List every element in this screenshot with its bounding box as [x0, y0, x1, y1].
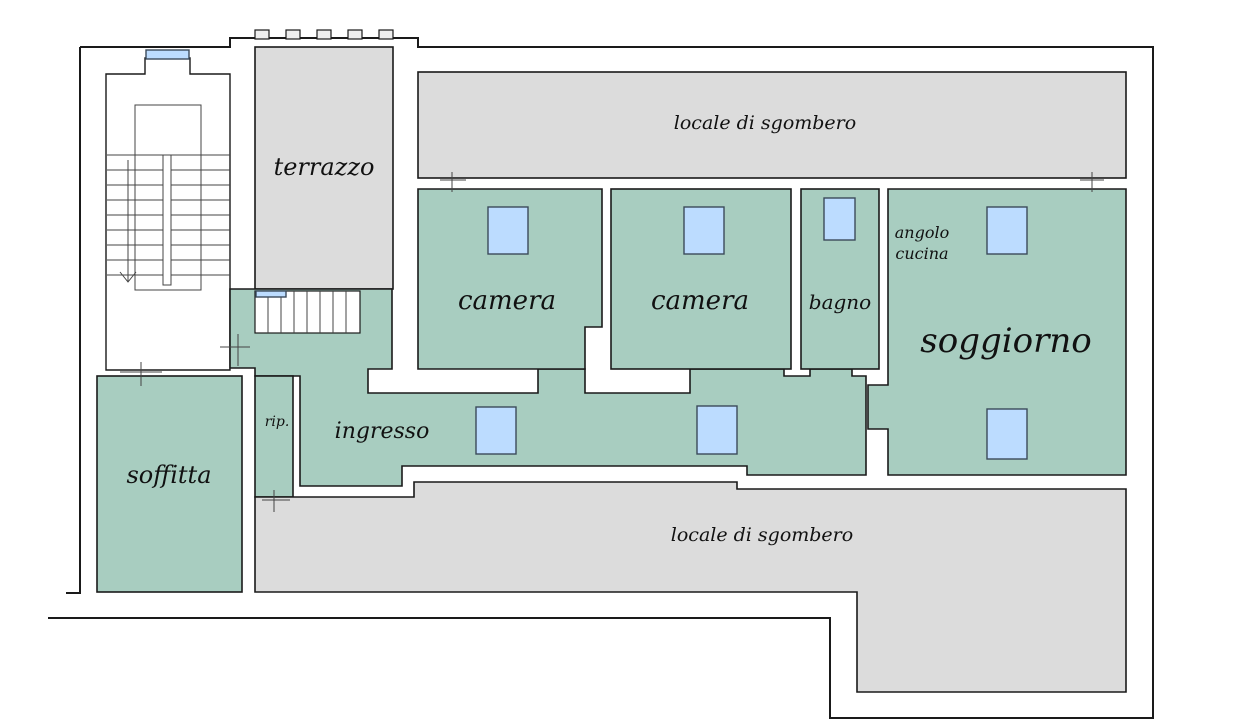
ingresso-window-1 — [475, 406, 517, 455]
rip-label: rip. — [265, 414, 290, 430]
ingresso-label: ingresso — [335, 419, 430, 444]
soffitta-room — [96, 375, 243, 593]
stair-window — [145, 49, 190, 60]
ingresso-stair — [254, 290, 361, 334]
cucina-label: cucina — [895, 244, 948, 263]
soggiorno-label: soggiorno — [920, 321, 1091, 361]
door-marks — [120, 172, 1104, 512]
soffitta-label: soffitta — [126, 461, 211, 489]
camera-1-window — [487, 206, 529, 255]
bagno-window — [823, 197, 856, 241]
camera-2-window — [683, 206, 725, 255]
camera-1-label: camera — [458, 286, 556, 316]
ingresso-window-2 — [696, 405, 738, 455]
camera-2-label: camera — [651, 286, 749, 316]
rip-room — [254, 375, 294, 498]
bagno-label: bagno — [809, 290, 871, 314]
locale-bottom-room — [254, 481, 1127, 693]
locale-top-room — [417, 71, 1127, 179]
parapet — [254, 29, 394, 40]
locale-bottom-label: locale di sgombero — [671, 524, 853, 546]
stairwell — [105, 49, 231, 371]
terrazzo-room — [254, 46, 394, 290]
soggiorno-window-1 — [986, 206, 1028, 255]
angolo-label: angolo — [895, 223, 949, 242]
soggiorno-window-2 — [986, 408, 1028, 460]
soggiorno-room — [867, 188, 1127, 476]
terrazzo-label: terrazzo — [274, 153, 375, 181]
locale-top-label: locale di sgombero — [674, 112, 856, 134]
camera-1-room — [417, 188, 603, 370]
